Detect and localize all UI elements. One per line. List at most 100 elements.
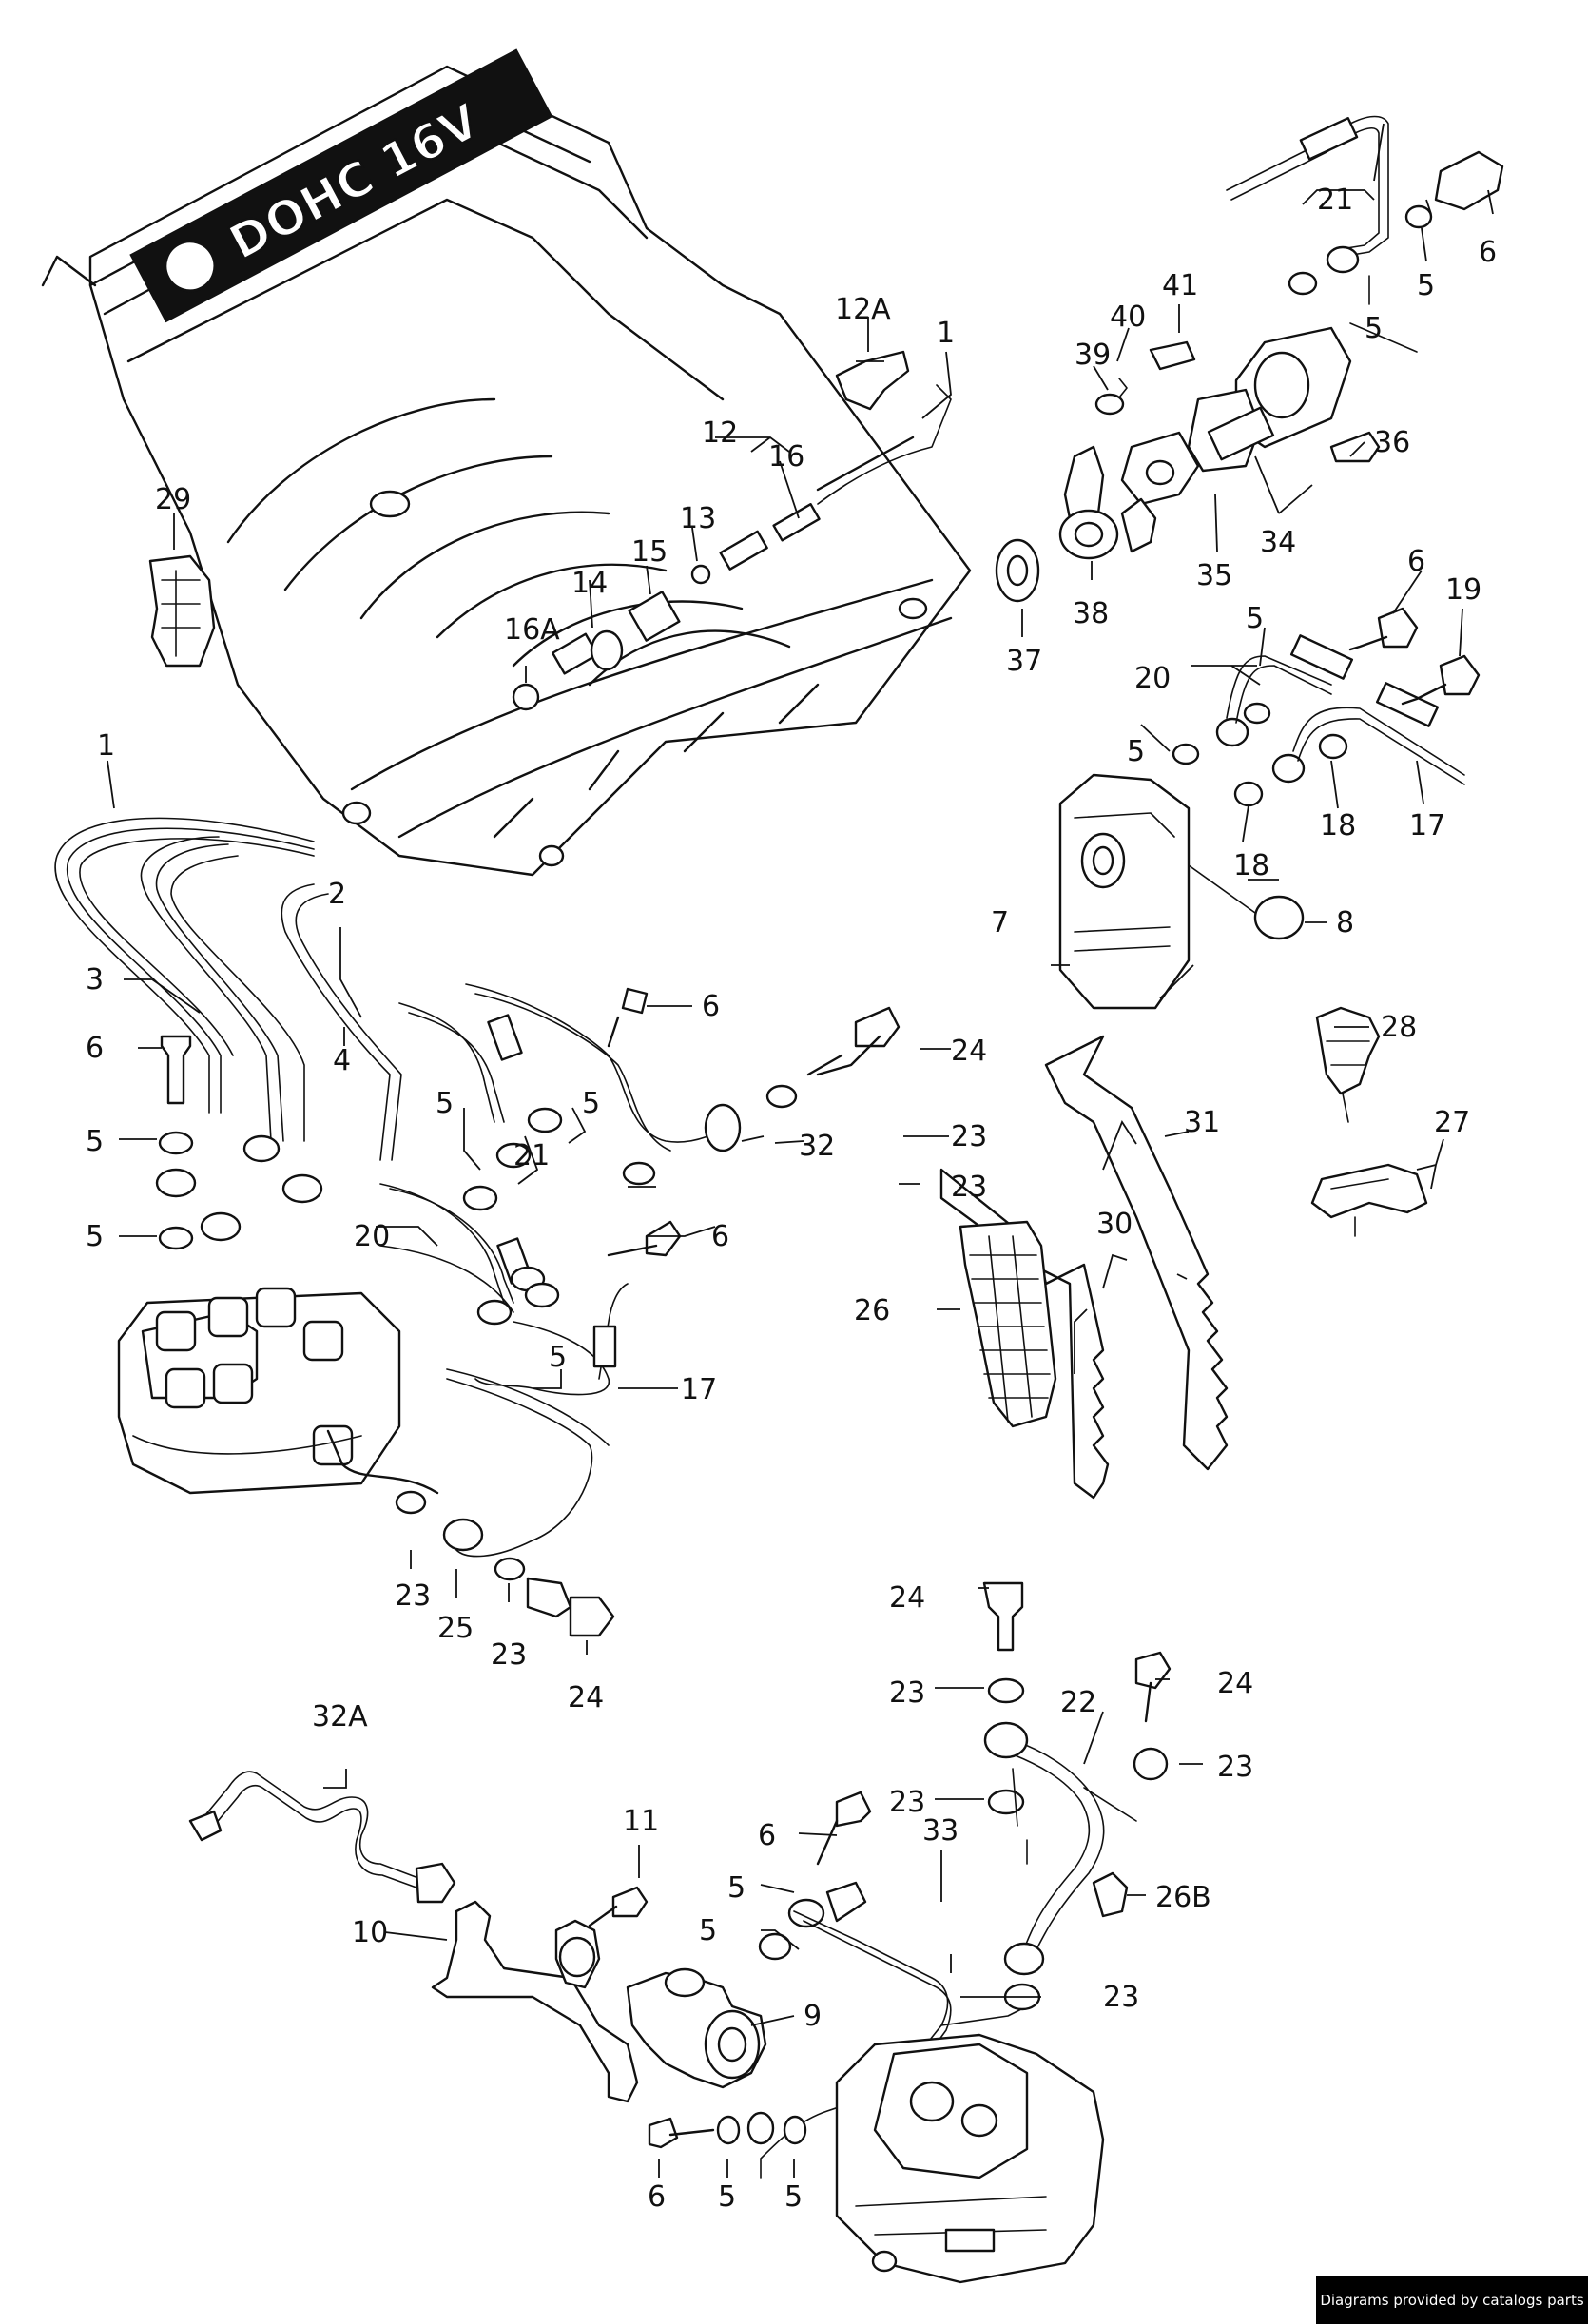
label-18-a: 18 [1233, 849, 1269, 882]
fittings-right [1172, 607, 1481, 807]
hose-22 [982, 1581, 1172, 2011]
label-21-mid: 21 [513, 1139, 550, 1172]
label-6-mid-top: 6 [702, 990, 720, 1023]
cover-badge: DOHC 16V [129, 48, 553, 323]
label-3: 3 [86, 963, 104, 997]
callout-labels: 1 12A 12 16 13 15 14 16A 29 1 2 3 4 6 5 … [86, 184, 1497, 2214]
label-11: 11 [623, 1805, 659, 1838]
label-23-right-d: 23 [1103, 1981, 1139, 2014]
label-24-mid: 24 [951, 1035, 987, 1068]
label-17-mid: 17 [681, 1373, 717, 1406]
label-32a: 32A [312, 1700, 368, 1733]
label-26b: 26B [1155, 1881, 1211, 1914]
label-9: 9 [804, 2000, 822, 2033]
label-6-mid-b: 6 [711, 1220, 729, 1253]
label-5-left-a: 5 [86, 1125, 104, 1158]
label-24-right-b: 24 [1217, 1667, 1253, 1700]
label-27: 27 [1434, 1106, 1470, 1139]
label-24-low: 24 [568, 1681, 604, 1714]
holder-27 [1310, 1163, 1428, 1237]
label-23-low-b: 23 [491, 1638, 527, 1672]
label-15: 15 [631, 535, 668, 569]
label-5-low-a: 5 [727, 1871, 746, 1905]
label-40: 40 [1110, 300, 1146, 334]
label-1-top: 1 [937, 317, 955, 350]
label-38: 38 [1073, 597, 1109, 630]
credit-banner: Diagrams provided by catalogs parts [1316, 2276, 1588, 2324]
clip-12a [835, 350, 910, 411]
clip-28 [1315, 1006, 1381, 1123]
banjo-bolt-lower [648, 2111, 807, 2149]
label-5-left-b: 5 [86, 1220, 104, 1253]
label-29: 29 [155, 483, 191, 516]
label-23-low-a: 23 [395, 1579, 431, 1613]
label-36: 36 [1374, 426, 1410, 459]
label-12a: 12A [835, 293, 891, 326]
label-23-right-a: 23 [889, 1676, 925, 1710]
label-35: 35 [1196, 559, 1232, 592]
label-30: 30 [1096, 1208, 1133, 1241]
label-33: 33 [922, 1814, 959, 1848]
label-10: 10 [352, 1916, 388, 1949]
label-6-low-mid: 6 [758, 1819, 776, 1852]
label-18-b: 18 [1320, 809, 1356, 842]
label-23-mid-a: 23 [951, 1120, 987, 1153]
label-17-right: 17 [1409, 809, 1445, 842]
label-25: 25 [437, 1612, 474, 1645]
label-13: 13 [680, 502, 716, 535]
label-6-right: 6 [1407, 545, 1425, 578]
middle-lines [326, 983, 901, 1558]
label-37: 37 [1006, 645, 1042, 678]
fuel-lines [54, 817, 402, 1161]
fuel-distributor-lower [835, 2033, 1105, 2284]
label-5-mid-a: 5 [436, 1087, 454, 1120]
label-7: 7 [991, 906, 1009, 939]
label-16: 16 [768, 440, 804, 474]
pressure-actuator [1058, 773, 1305, 1010]
injector-assembly [512, 384, 952, 711]
label-32: 32 [799, 1130, 835, 1163]
label-1-left: 1 [97, 729, 115, 763]
fittings-left [155, 1035, 323, 1250]
label-20-right: 20 [1134, 662, 1171, 695]
label-23-mid-b: 23 [951, 1171, 987, 1204]
bolt-6-lower-mid [816, 1791, 872, 1866]
label-28: 28 [1381, 1011, 1417, 1044]
fittings-lower-left [395, 1490, 615, 1637]
label-5-low-b: 5 [699, 1914, 717, 1947]
label-5-right-b: 5 [1246, 602, 1264, 635]
label-19: 19 [1445, 573, 1481, 607]
label-14: 14 [571, 567, 608, 600]
label-31: 31 [1184, 1106, 1220, 1139]
label-8: 8 [1336, 906, 1354, 939]
label-5-right-a: 5 [1127, 735, 1145, 768]
label-22: 22 [1060, 1686, 1096, 1719]
label-24-right-a: 24 [889, 1581, 925, 1615]
label-5-mid-c: 5 [549, 1341, 567, 1374]
idle-valve-assembly [995, 115, 1504, 603]
label-5-top-b: 5 [1365, 312, 1383, 345]
fuel-distributor [117, 1287, 401, 1495]
label-41: 41 [1162, 269, 1198, 302]
label-34: 34 [1260, 526, 1296, 559]
intake-manifold [41, 65, 972, 877]
label-6-top: 6 [1479, 236, 1497, 269]
label-39: 39 [1075, 339, 1111, 372]
label-23-right-b: 23 [1217, 1751, 1253, 1784]
label-26: 26 [854, 1294, 890, 1327]
label-5-top-a: 5 [1417, 269, 1435, 302]
label-12: 12 [702, 416, 738, 450]
label-2: 2 [328, 878, 346, 911]
label-6-bottom: 6 [648, 2180, 666, 2214]
label-21-top: 21 [1317, 184, 1353, 217]
line-32a [188, 1771, 456, 1904]
label-6-left: 6 [86, 1032, 104, 1065]
label-23-right-c: 23 [889, 1786, 925, 1819]
label-20-mid: 20 [354, 1220, 390, 1253]
label-5-mid-b: 5 [582, 1087, 600, 1120]
label-5-bottom-a: 5 [718, 2180, 736, 2214]
label-5-bottom-b: 5 [784, 2180, 803, 2214]
bracket-10 [431, 1886, 649, 2103]
clip-29 [148, 554, 216, 668]
